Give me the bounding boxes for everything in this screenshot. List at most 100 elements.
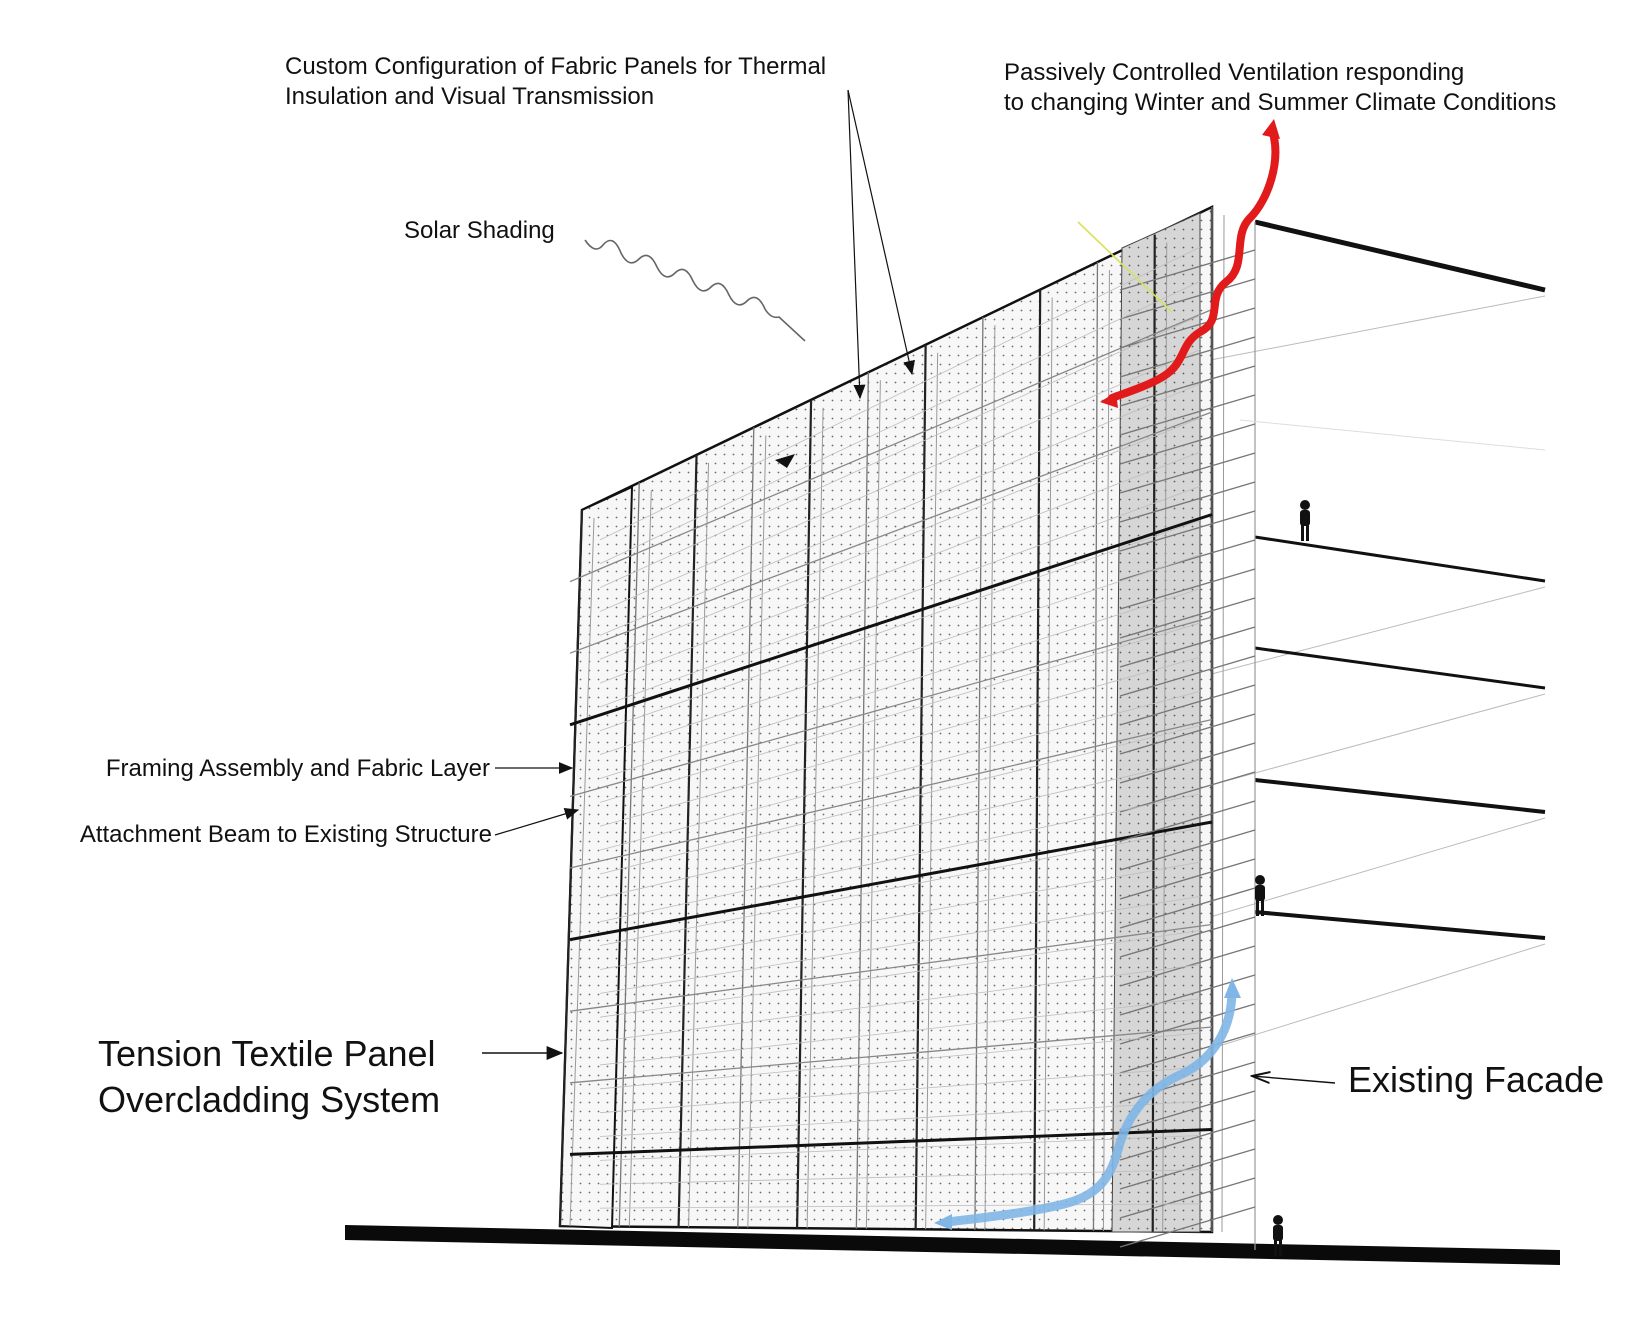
leader-attachment-beam	[494, 808, 580, 836]
attachment-beam	[1119, 423, 1256, 465]
fabric-seam	[599, 485, 1201, 708]
fabric-seam	[599, 895, 1201, 994]
existing-floor-slabs	[1199, 219, 1546, 1250]
floor-slab-depth	[1199, 586, 1546, 678]
fabric-seam	[599, 451, 1201, 684]
fabric-seam	[599, 349, 1201, 612]
fabric-seam	[599, 588, 1201, 779]
attachment-beam	[1119, 742, 1256, 784]
warm-air-arrow	[1108, 126, 1280, 402]
attachment-beam	[1119, 771, 1256, 813]
framing-rail	[569, 718, 1213, 869]
framing-rail	[569, 513, 1213, 727]
attachment-beam	[1119, 597, 1256, 639]
attachment-beam	[1119, 568, 1256, 610]
person-silhouette	[1273, 1215, 1283, 1256]
attachment-beam	[1119, 394, 1256, 436]
cool-air-arrow	[943, 985, 1237, 1227]
framing-post-depth	[688, 462, 710, 1228]
framing-grid	[558, 207, 1256, 1248]
attachment-beam	[1119, 278, 1256, 320]
attachment-beam	[1119, 858, 1256, 900]
attachment-beam	[1119, 1032, 1256, 1074]
person-leg	[1306, 525, 1309, 541]
person-leg	[1261, 900, 1264, 916]
attachment-beam	[1119, 539, 1256, 581]
framing-post-depth	[1102, 270, 1110, 1231]
fabric-seam	[599, 1066, 1201, 1114]
fabric-seam	[599, 964, 1201, 1042]
fabric-seam	[599, 1100, 1201, 1137]
label-tension-textile-line1: Tension Textile Panel	[98, 1033, 436, 1074]
fabric-seam	[599, 1032, 1201, 1090]
floor-slab-depth	[1199, 295, 1546, 363]
attachment-beam	[1119, 1090, 1256, 1132]
floor-slab-edge	[1254, 646, 1546, 690]
attachment-beam	[1119, 1177, 1256, 1219]
framing-rail	[569, 411, 1213, 654]
framing-rail	[569, 923, 1213, 1012]
framing-post-depth	[806, 407, 824, 1229]
solar-angle-line	[1077, 221, 1173, 313]
framing-rail	[569, 820, 1213, 942]
attachment-beam	[1119, 829, 1256, 871]
attachment-beam	[1119, 887, 1256, 929]
floor-slab-edge	[1254, 778, 1546, 814]
fabric-seam	[599, 622, 1201, 803]
attachment-beam	[1119, 626, 1256, 668]
label-ventilation-line2: to changing Winter and Summer Climate Co…	[1004, 89, 1556, 116]
fabric-seam	[599, 1203, 1201, 1209]
framing-rail	[569, 308, 1213, 583]
person-body	[1273, 1225, 1283, 1241]
floor-slab-edge	[1254, 910, 1546, 940]
fabric-seam	[599, 690, 1201, 851]
people	[1255, 500, 1310, 1256]
framing-post-depth	[628, 490, 652, 1227]
warm-air-arrowhead-bottom	[1100, 392, 1118, 408]
attachment-beam	[1119, 1148, 1256, 1190]
label-fabric-panels-line1: Custom Configuration of Fabric Panels fo…	[285, 53, 826, 80]
cool-air-arrowhead-bottom	[934, 1214, 952, 1230]
attachment-beam	[1119, 1061, 1256, 1103]
attachment-beam	[1119, 1119, 1256, 1161]
leader-fabric-panels-2	[847, 89, 915, 376]
fabric-seam	[599, 280, 1201, 565]
fabric-seam	[599, 998, 1201, 1066]
label-ventilation-line1: Passively Controlled Ventilation respond…	[1004, 59, 1464, 86]
fabric-seam	[599, 417, 1201, 660]
cool-air-arrowhead-top	[1224, 978, 1241, 998]
attachment-beam	[1119, 336, 1256, 378]
fabric-seam	[599, 656, 1201, 827]
label-tension-textile-line2: Overcladding System	[98, 1079, 440, 1120]
person-leg	[1274, 1240, 1277, 1256]
framing-rail	[569, 616, 1213, 798]
fabric-seam	[599, 725, 1201, 875]
fabric-seam	[599, 1169, 1201, 1185]
person-body	[1255, 885, 1265, 901]
leader-fabric-panels-1	[847, 89, 866, 400]
fabric-seam	[599, 520, 1201, 732]
floor-slab-edge	[1254, 219, 1546, 293]
attachment-beam	[1119, 916, 1256, 958]
framing-post-depth	[1043, 297, 1053, 1231]
fabric-seam	[599, 1135, 1201, 1161]
leader-existing-facade	[1252, 1076, 1336, 1083]
attachment-beam	[1119, 800, 1256, 842]
person-leg	[1301, 525, 1304, 541]
attachment-beam	[1119, 510, 1256, 552]
person-head	[1255, 875, 1265, 885]
floor-guide	[1239, 419, 1546, 451]
solar-ray-squiggle	[584, 239, 806, 342]
fabric-seam	[599, 793, 1201, 923]
fabric-seam	[599, 861, 1201, 970]
label-solar-shading: Solar Shading	[404, 217, 555, 244]
person-leg	[1279, 1240, 1282, 1256]
framing-post-depth	[925, 352, 939, 1230]
attachment-beam	[1119, 684, 1256, 726]
person-head	[1273, 1215, 1283, 1225]
attachment-beam	[1119, 655, 1256, 697]
framing-rail	[569, 1128, 1213, 1156]
fabric-seam	[599, 246, 1201, 541]
fabric-seam	[599, 930, 1201, 1018]
